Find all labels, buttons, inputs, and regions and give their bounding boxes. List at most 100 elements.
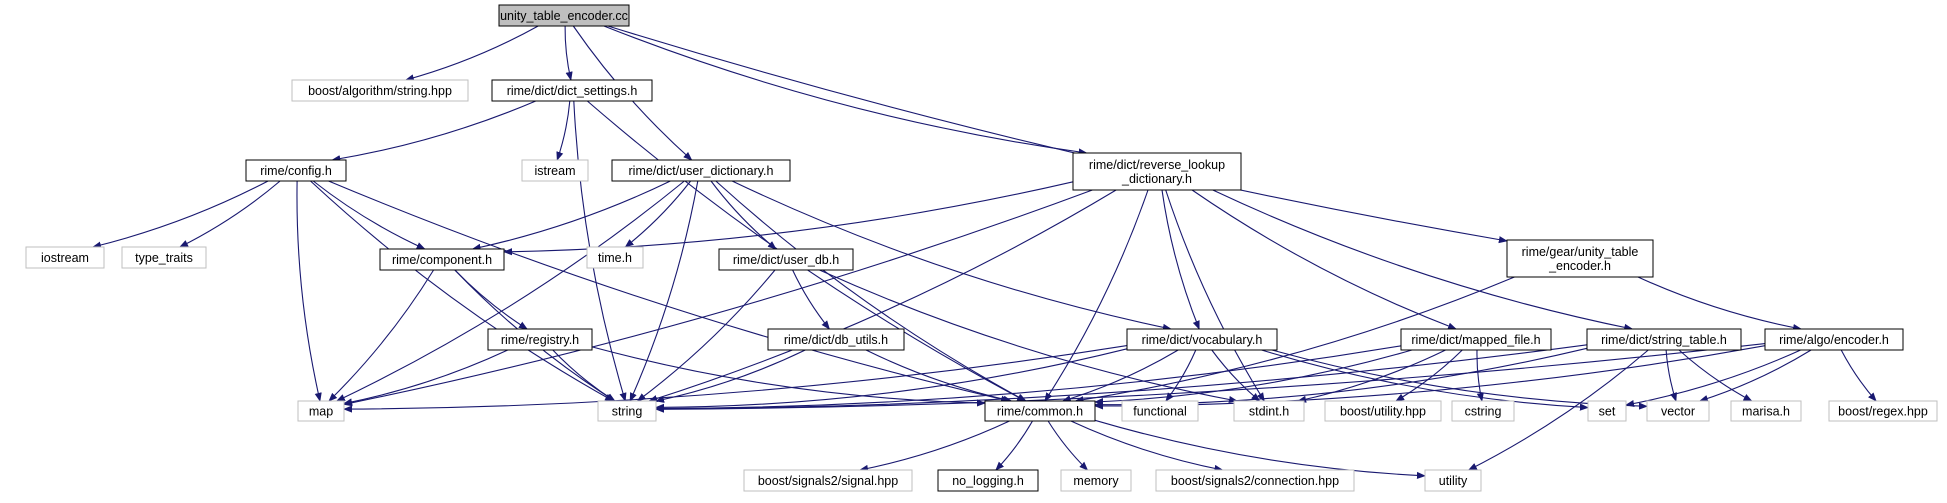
edge-reverse_lookup-to-component [503, 181, 1074, 256]
edge-unity_table_encoder_cc-to-dict_settings [564, 25, 573, 81]
node-label: rime/dict/vocabulary.h [1142, 333, 1263, 347]
node-istream: istream [521, 159, 589, 182]
node-box [1424, 469, 1482, 492]
edge-common-to-boost_signal [859, 420, 1010, 472]
node-component[interactable]: rime/component.h [379, 248, 505, 271]
node-utility: utility [1424, 469, 1482, 492]
edge-user_db-to-db_utils [792, 269, 830, 330]
node-box [379, 248, 505, 271]
node-label: rime/dict/dict_settings.h [507, 84, 638, 98]
node-set: set [1587, 400, 1627, 422]
node-mapped-file[interactable]: rime/dict/mapped_file.h [1400, 328, 1552, 351]
node-box [1060, 469, 1132, 492]
node-label: utility [1439, 474, 1468, 488]
edge-unity_table_encoder_cc-to-boost_algorithm_string [404, 25, 539, 82]
node-label: vector [1661, 405, 1695, 419]
edge-layer [92, 25, 1877, 480]
node-gear-unity-table-encoder[interactable]: rime/gear/unity_table_encoder.h [1506, 239, 1654, 278]
node-registry[interactable]: rime/registry.h [487, 328, 593, 351]
edge-mapped_file-to-boost_utility [1395, 349, 1463, 402]
edge-encoder-to-boost_regex [1840, 349, 1877, 402]
node-label: rime/gear/unity_table [1522, 245, 1639, 259]
node-box [611, 159, 791, 182]
edge-vocabulary-to-map [343, 345, 1128, 413]
node-label: cstring [1465, 405, 1502, 419]
node-boost-connection: boost/signals2/connection.hpp [1155, 469, 1355, 492]
node-label: rime/registry.h [501, 333, 579, 347]
edge-user_dictionary-to-common [715, 180, 1027, 402]
edge-component-to-map [328, 269, 435, 402]
node-box [25, 246, 105, 269]
node-map: map [297, 400, 345, 422]
node-box [937, 469, 1039, 492]
node-no-logging[interactable]: no_logging.h [937, 469, 1039, 492]
node-label: rime/dict/mapped_file.h [1411, 333, 1540, 347]
edge-string_table-to-utility [1467, 349, 1649, 471]
edge-unity_table_encoder_cc-to-reverse_lookup [603, 25, 1088, 156]
node-cstring: cstring [1451, 400, 1515, 422]
node-user-db[interactable]: rime/dict/user_db.h [718, 248, 854, 271]
node-label: memory [1073, 474, 1119, 488]
node-label: rime/dict/db_utils.h [784, 333, 888, 347]
edge-user_dictionary-to-map [335, 180, 685, 402]
node-string-table[interactable]: rime/dict/string_table.h [1586, 328, 1742, 351]
node-box [1586, 328, 1742, 351]
edge-reverse_lookup-to-mapped_file [1191, 189, 1457, 330]
node-label: string [612, 405, 643, 419]
node-string: string [597, 400, 657, 422]
edge-reverse_lookup-to-string [648, 189, 1117, 402]
node-label: stdint.h [1249, 405, 1289, 419]
edge-config-to-string [310, 180, 614, 402]
node-encoder[interactable]: rime/algo/encoder.h [1764, 328, 1904, 351]
edge-component-to-registry [454, 269, 528, 330]
node-label: rime/config.h [260, 164, 332, 178]
node-label: rime/dict/user_dictionary.h [629, 164, 774, 178]
edge-reverse_lookup-to-vocabulary [1161, 189, 1200, 330]
node-box [1730, 400, 1802, 422]
edge-config-to-common [328, 180, 1010, 403]
node-label: boost/algorithm/string.hpp [308, 84, 452, 98]
node-db-utils[interactable]: rime/dict/db_utils.h [767, 328, 905, 351]
edge-config-to-map [296, 180, 322, 402]
edge-encoder-to-string [655, 343, 1766, 413]
edge-config-to-component [312, 180, 426, 250]
edge-registry-to-common [591, 346, 986, 407]
node-box [1400, 328, 1552, 351]
node-boost-algorithm-string: boost/algorithm/string.hpp [291, 79, 469, 102]
node-layer: unity_table_encoder.cc boost/algorithm/st… [25, 4, 1938, 492]
node-dict-settings[interactable]: rime/dict/dict_settings.h [491, 79, 653, 102]
edge-db_utils-to-common [865, 349, 1013, 403]
node-box [291, 79, 469, 102]
node-common[interactable]: rime/common.h [984, 400, 1096, 422]
edge-user_dictionary-to-component [471, 180, 671, 251]
node-config[interactable]: rime/config.h [245, 159, 347, 182]
node-unity-table-encoder-cc[interactable]: unity_table_encoder.cc [498, 4, 630, 27]
node-functional: functional [1121, 400, 1199, 422]
edge-user_dictionary-to-time_h [624, 180, 692, 248]
node-user-dictionary[interactable]: rime/dict/user_dictionary.h [611, 159, 791, 182]
edge-common-to-utility [1094, 419, 1426, 480]
edge-common-to-no_logging [995, 420, 1033, 471]
edge-common-to-memory [1047, 420, 1089, 471]
node-label: marisa.h [1742, 405, 1790, 419]
edge-mapped_file-to-cstring [1476, 349, 1484, 402]
node-reverse-lookup[interactable]: rime/dict/reverse_lookup_dictionary.h [1072, 152, 1242, 191]
node-box [597, 400, 657, 422]
node-boost-regex: boost/regex.hpp [1828, 400, 1938, 422]
edge-user_dictionary-to-vocabulary [731, 180, 1172, 331]
edge-vocabulary-to-stdint [1211, 349, 1261, 402]
node-label: rime/dict/reverse_lookup [1089, 158, 1225, 172]
node-box [487, 328, 593, 351]
node-label: istream [535, 164, 576, 178]
edge-mapped_file-to-stdint [1297, 349, 1446, 403]
node-box [1072, 152, 1242, 191]
node-vocabulary[interactable]: rime/dict/vocabulary.h [1126, 328, 1278, 351]
edge-reverse_lookup-to-string_table [1212, 189, 1634, 331]
node-stdint: stdint.h [1233, 400, 1305, 422]
node-box [1506, 239, 1654, 278]
node-type-traits: type_traits [121, 246, 207, 269]
edge-string_table-to-vector [1665, 349, 1677, 402]
node-box [1121, 400, 1199, 422]
node-box [1126, 328, 1278, 351]
edge-registry-to-string [552, 349, 616, 402]
